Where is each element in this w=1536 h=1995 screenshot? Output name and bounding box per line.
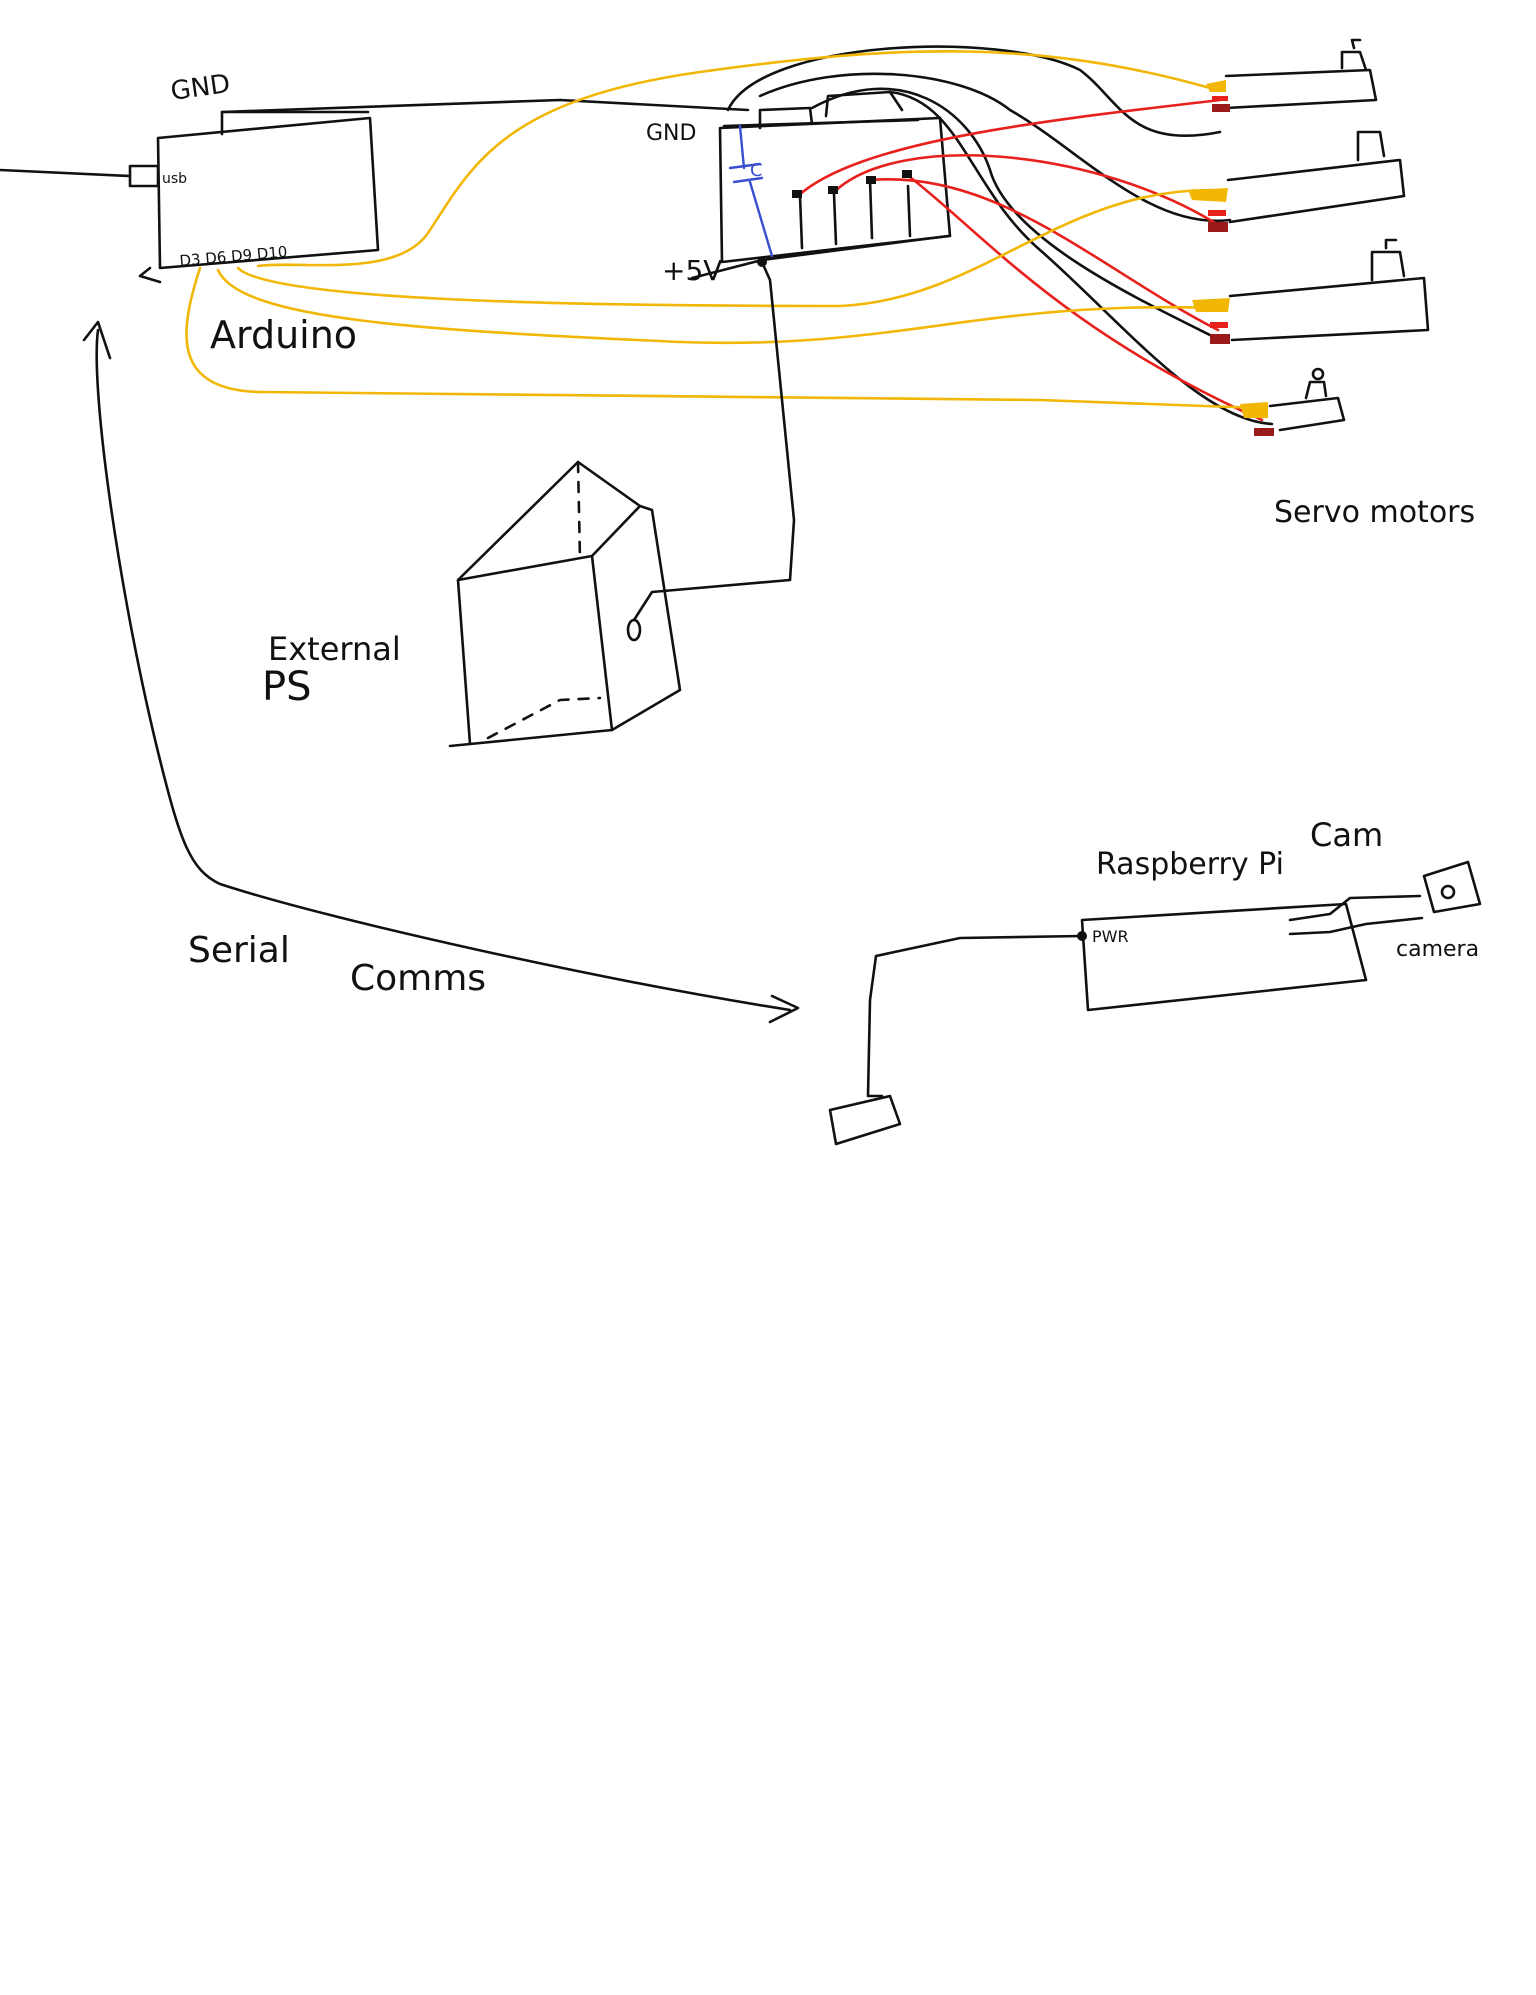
comms-label: Comms bbox=[350, 958, 486, 999]
servo-power-wires bbox=[792, 98, 1264, 422]
servo-signal-wires bbox=[185, 50, 1262, 410]
capacitor bbox=[728, 124, 774, 258]
camera-label: camera bbox=[1396, 937, 1479, 962]
servo-motor-1 bbox=[1206, 38, 1378, 112]
servo-power-board bbox=[220, 90, 952, 280]
external-label: External bbox=[268, 630, 401, 668]
pwr-label: PWR bbox=[1092, 927, 1129, 946]
arduino-gnd-label: GND bbox=[169, 69, 232, 107]
servo-motors-label: Servo motors bbox=[1274, 495, 1475, 530]
board-gnd-label: GND bbox=[646, 121, 696, 146]
serial-label: Serial bbox=[188, 930, 290, 971]
arduino-board bbox=[0, 110, 380, 284]
raspberry-pi-board bbox=[828, 860, 1482, 1146]
arduino-label: Arduino bbox=[210, 313, 357, 357]
external-power-supply bbox=[448, 257, 796, 748]
servo-motor-3 bbox=[1192, 238, 1430, 344]
capacitor-label: C bbox=[750, 160, 763, 181]
ps-label: PS bbox=[262, 664, 312, 710]
plus5v-label: +5V bbox=[662, 254, 722, 287]
serial-comms-arrow bbox=[82, 320, 800, 1024]
cam-label: Cam bbox=[1310, 816, 1383, 854]
raspberry-pi-label: Raspberry Pi bbox=[1096, 847, 1284, 882]
servo-motor-4 bbox=[1240, 367, 1346, 436]
usb-pin-label: usb bbox=[162, 171, 187, 187]
servo-ground-wires bbox=[726, 45, 1274, 426]
servo-motor-2 bbox=[1188, 130, 1406, 232]
